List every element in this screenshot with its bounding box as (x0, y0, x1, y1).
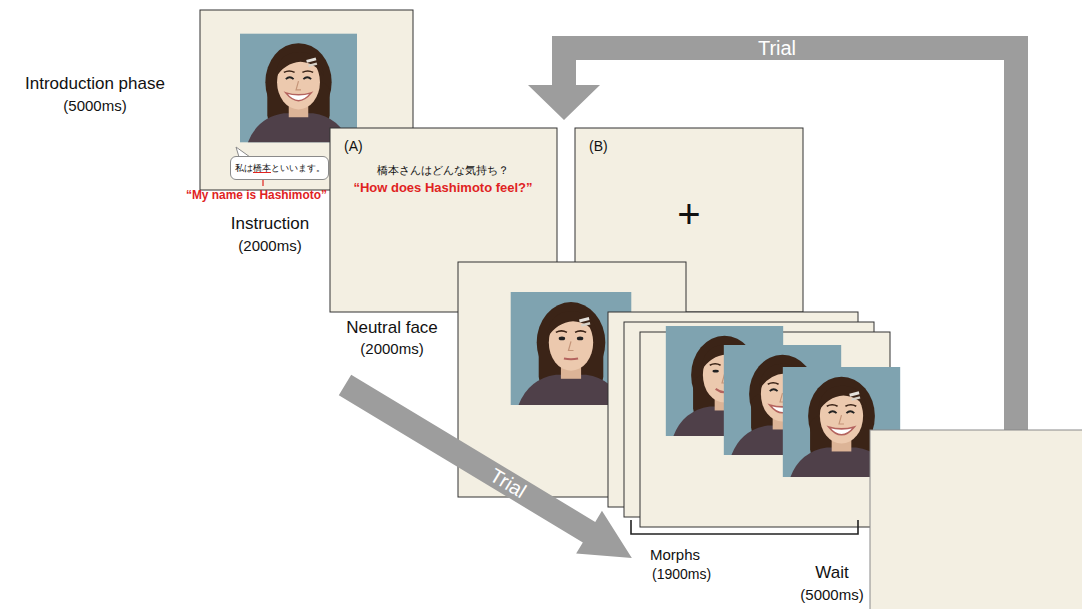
duration-label: (1900ms) (652, 566, 711, 583)
translation-leader (262, 180, 263, 186)
trial-arrow (332, 364, 645, 580)
phase-label: Instruction (231, 214, 309, 234)
wait-screen (870, 430, 1082, 609)
duration-label: (2000ms) (238, 237, 301, 255)
trial-label: Trial (758, 36, 796, 60)
speech-text: 私は橋本といいます。 (235, 163, 325, 174)
question-translation: “How does Hashimoto feel?” (353, 180, 532, 196)
phase-label: Introduction phase (25, 74, 165, 94)
morph-bracket (631, 520, 858, 534)
speech-bubble: 私は橋本といいます。 (230, 156, 329, 180)
phase-label: Wait (815, 563, 848, 583)
instruction-panel: (A) 橋本さんはどんな気持ち？ “How does Hashimoto feel?… (330, 128, 557, 312)
duration-label: (2000ms) (360, 340, 423, 358)
duration-label: (5000ms) (63, 97, 126, 115)
smiling-face-photo (240, 33, 357, 142)
phase-label: Neutral face (346, 318, 438, 338)
fixation-panel: (B) + (575, 128, 803, 312)
phase-label: Morphs (650, 546, 700, 564)
text-underline (253, 172, 271, 173)
fixation-cross: + (677, 194, 700, 234)
speech-translation: “My name is Hashimoto” (186, 188, 327, 202)
panel-letter: (B) (589, 138, 608, 155)
intro-screen-group: “My name is Hashimoto” 私は橋本といいます。 (180, 10, 413, 206)
question-text: 橋本さんはどんな気持ち？ (377, 164, 509, 177)
panel-letter: (A) (344, 138, 363, 155)
duration-label: (5000ms) (800, 586, 863, 604)
